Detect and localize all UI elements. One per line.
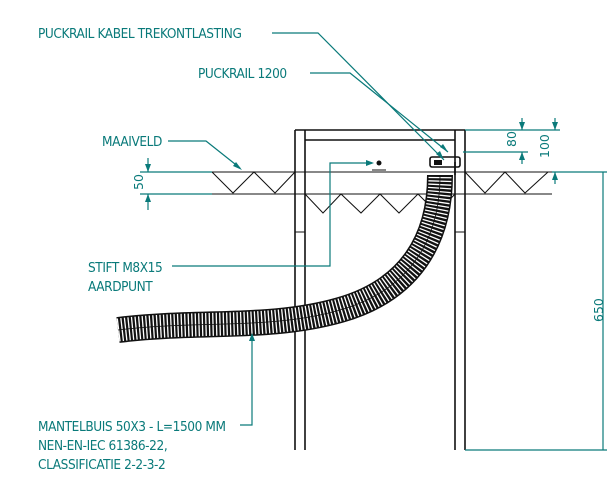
ground-hatch (211, 171, 549, 214)
svg-text:80: 80 (504, 131, 519, 147)
foundation-box (294, 129, 466, 450)
label-puckrail: PUCKRAIL 1200 (198, 66, 287, 82)
label-aardpunt: AARDPUNT (88, 279, 153, 295)
stift-dot (376, 160, 382, 166)
ground-level (210, 171, 552, 195)
label-classificatie: CLASSIFICATIE 2-2-3-2 (38, 457, 165, 473)
label-puckrail-kabel: PUCKRAIL KABEL TREKONTLASTING (38, 26, 242, 42)
label-stift: STIFT M8X15 (88, 260, 162, 276)
svg-text:100: 100 (537, 134, 552, 158)
label-mantelbuis: MANTELBUIS 50X3 - L=1500 MM (38, 419, 226, 435)
puckrail-profile (429, 156, 461, 175)
dimension-650: 650 (465, 172, 607, 451)
svg-text:50: 50 (131, 174, 146, 190)
dimension-50: 50 (131, 158, 212, 210)
svg-text:650: 650 (591, 298, 606, 322)
dimension-80-100: 80 100 (463, 118, 607, 184)
mantelbuis-conduit (116, 174, 453, 343)
label-nen: NEN-EN-IEC 61386-22, (38, 438, 167, 454)
label-maaiveld: MAAIVELD (102, 134, 162, 150)
